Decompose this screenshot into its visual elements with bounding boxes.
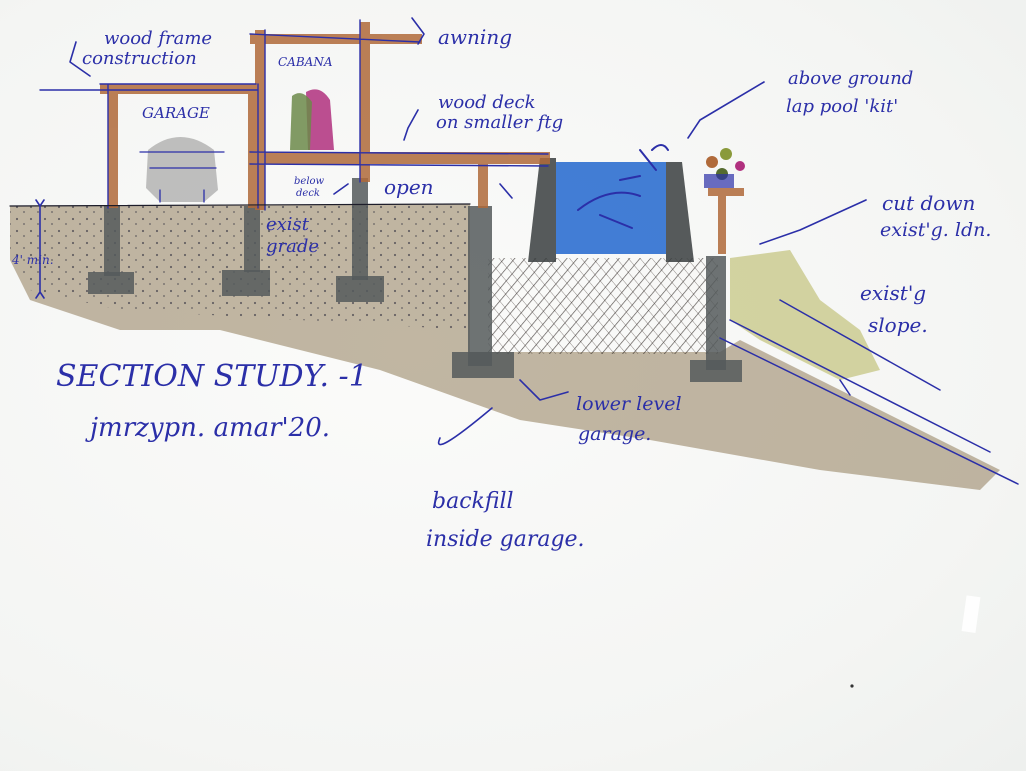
label-cabana: CABANA: [278, 55, 333, 69]
figure-magenta: [306, 89, 334, 150]
garage-wall-right: [706, 256, 726, 370]
grass-slope: [730, 250, 880, 380]
pier-cabana: [352, 178, 368, 280]
pool-wall-right: [666, 162, 694, 262]
label-exist-slope-1: exist'g: [860, 281, 926, 305]
slope-lines: [719, 299, 1019, 485]
label-dimension: 4' min.: [11, 253, 54, 267]
label-lower-level: lower level: [576, 393, 682, 415]
leader-lines: [35, 17, 867, 446]
pier-garage-right: [244, 206, 260, 272]
lower-garage-crosshatch: [488, 258, 718, 354]
label-deck: deck: [296, 188, 320, 199]
pier-garage-left: [104, 206, 120, 276]
pool-wall-left: [528, 158, 556, 262]
label-grade: grade: [266, 236, 319, 257]
label-below: below: [294, 176, 325, 187]
frame-outline: [39, 19, 549, 211]
flowers: [704, 148, 745, 188]
label-exist-slope-2: slope.: [868, 313, 928, 337]
sheet-title: SECTION STUDY. -1: [56, 359, 368, 394]
label-garage-lower: garage.: [578, 423, 651, 445]
swimmer-figure: [577, 144, 669, 229]
label-lap-pool-kit: lap pool 'kit': [786, 96, 898, 117]
label-open: open: [384, 175, 434, 199]
sheet-signature: jmrzypn. amar'20.: [85, 413, 330, 443]
label-backfill: backfill: [432, 489, 514, 514]
label-smaller-ftg: on smaller ftg: [436, 112, 563, 133]
wood-frame: [100, 22, 744, 254]
label-garage: GARAGE: [142, 104, 210, 122]
label-exist-ldn: exist'g. ldn.: [880, 219, 991, 241]
car: [146, 137, 218, 202]
garage-wall-left: [468, 206, 492, 366]
garage-footing-left: [452, 352, 514, 378]
label-cut-down: cut down: [882, 191, 975, 215]
pool-water: [556, 162, 666, 254]
label-wood-deck: wood deck: [438, 92, 536, 113]
figure-green: [290, 93, 312, 150]
label-construction: construction: [82, 48, 197, 69]
label-awning: awning: [438, 25, 512, 49]
car-outline: [139, 151, 225, 203]
label-exist: exist: [266, 214, 310, 235]
paper-dot: [850, 684, 854, 688]
label-inside-garage: inside garage.: [426, 527, 585, 552]
label-wood-frame: wood frame: [104, 28, 212, 49]
garage-footing-right: [690, 360, 742, 382]
footing-garage-right: [222, 270, 270, 296]
paper-mark: [961, 595, 981, 633]
footing-cabana: [336, 276, 384, 302]
footing-garage-left: [88, 272, 134, 294]
label-above-ground: above ground: [788, 68, 913, 89]
grade-line: [9, 203, 471, 207]
